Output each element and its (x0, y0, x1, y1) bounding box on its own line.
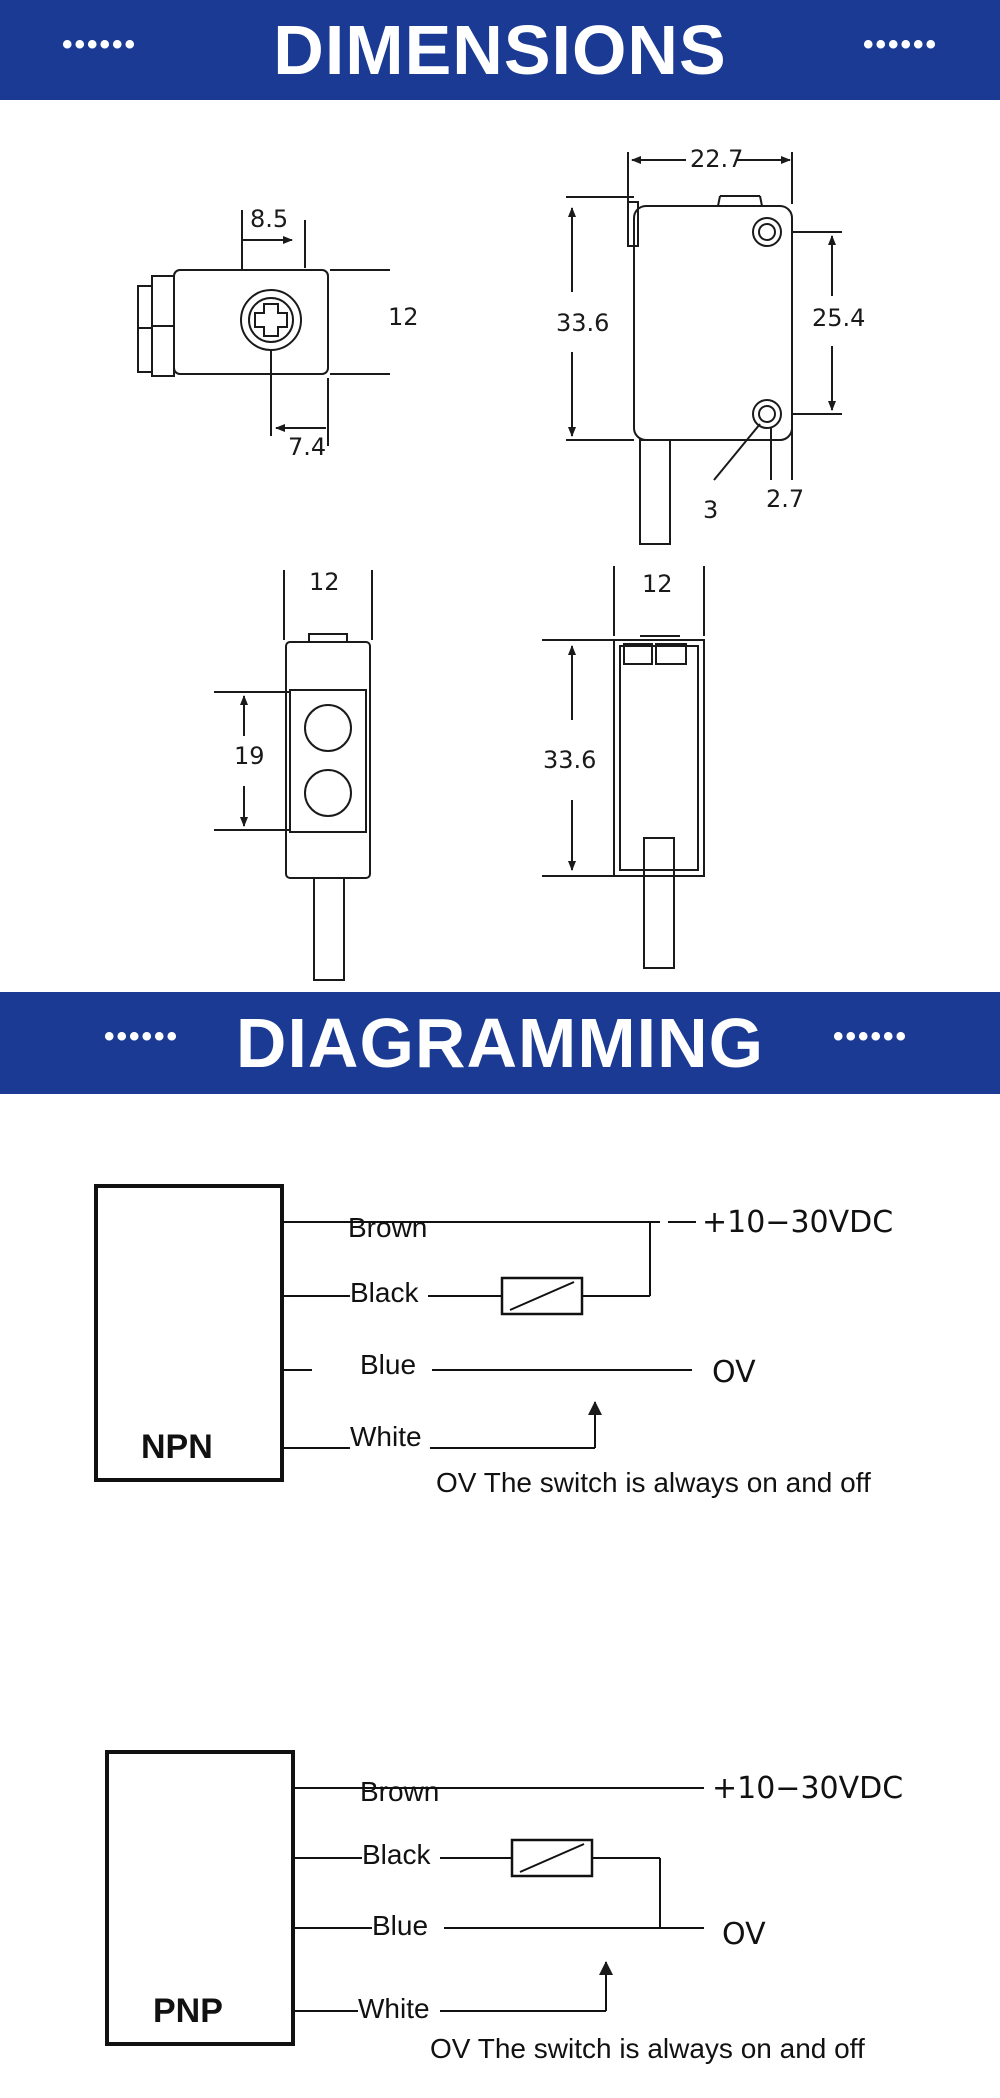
pnp-wire-brown: Brown (360, 1776, 439, 1807)
pnp-supply-voltage: +10−30VDC (712, 1771, 903, 1806)
pnp-note: OV The switch is always on and off (430, 2033, 865, 2064)
dim-front-hole-dia: 3 (703, 496, 718, 524)
pnp-label: PNP (153, 1992, 223, 2030)
npn-supply-voltage: +10−30VDC (702, 1205, 893, 1240)
pnp-wire-blue: Blue (372, 1910, 428, 1941)
pnp-wire-black: Black (362, 1839, 431, 1870)
npn-ground: OV (712, 1355, 756, 1390)
dim-front-width: 22.7 (690, 145, 743, 173)
pnp-wiring-diagram (105, 1750, 704, 2046)
dim-back-height: 33.6 (543, 746, 596, 774)
dim-back-width: 12 (642, 570, 673, 598)
pnp-ground: OV (722, 1917, 766, 1952)
side-view-drawing (137, 210, 390, 446)
banner-dots-right: •••••• (832, 1020, 908, 1053)
dim-lens-width: 12 (309, 568, 340, 596)
dim-front-hole-offset: 2.7 (766, 485, 804, 513)
lens-view-drawing (214, 570, 373, 981)
dim-side-offset: 7.4 (288, 433, 326, 461)
npn-wire-white: White (350, 1421, 422, 1452)
npn-label: NPN (141, 1428, 213, 1466)
npn-wire-blue: Blue (360, 1349, 416, 1380)
banner-dots-left: •••••• (104, 1020, 180, 1053)
back-view-drawing (542, 566, 705, 969)
diagramming-title: DIAGRAMMING (235, 1004, 765, 1082)
npn-wire-black: Black (350, 1277, 419, 1308)
dim-side-width-top: 8.5 (250, 205, 288, 233)
npn-note: OV The switch is always on and off (436, 1467, 871, 1498)
dim-front-hole-spacing: 25.4 (812, 304, 865, 332)
npn-wire-brown: Brown (348, 1212, 427, 1243)
npn-wiring-diagram (94, 1184, 696, 1482)
dim-side-height: 12 (388, 303, 419, 331)
banner-dots-right: •••••• (862, 28, 938, 61)
dim-front-height: 33.6 (556, 309, 609, 337)
pnp-wire-white: White (358, 1993, 430, 2024)
dimensions-title: DIMENSIONS (273, 11, 727, 89)
diagramming-banner: •••••• DIAGRAMMING •••••• (0, 992, 1000, 1094)
dimensions-banner: •••••• DIMENSIONS •••••• (0, 0, 1000, 100)
front-view-drawing (566, 152, 842, 545)
banner-dots-left: •••••• (62, 28, 138, 61)
dim-lens-spacing: 19 (234, 742, 265, 770)
